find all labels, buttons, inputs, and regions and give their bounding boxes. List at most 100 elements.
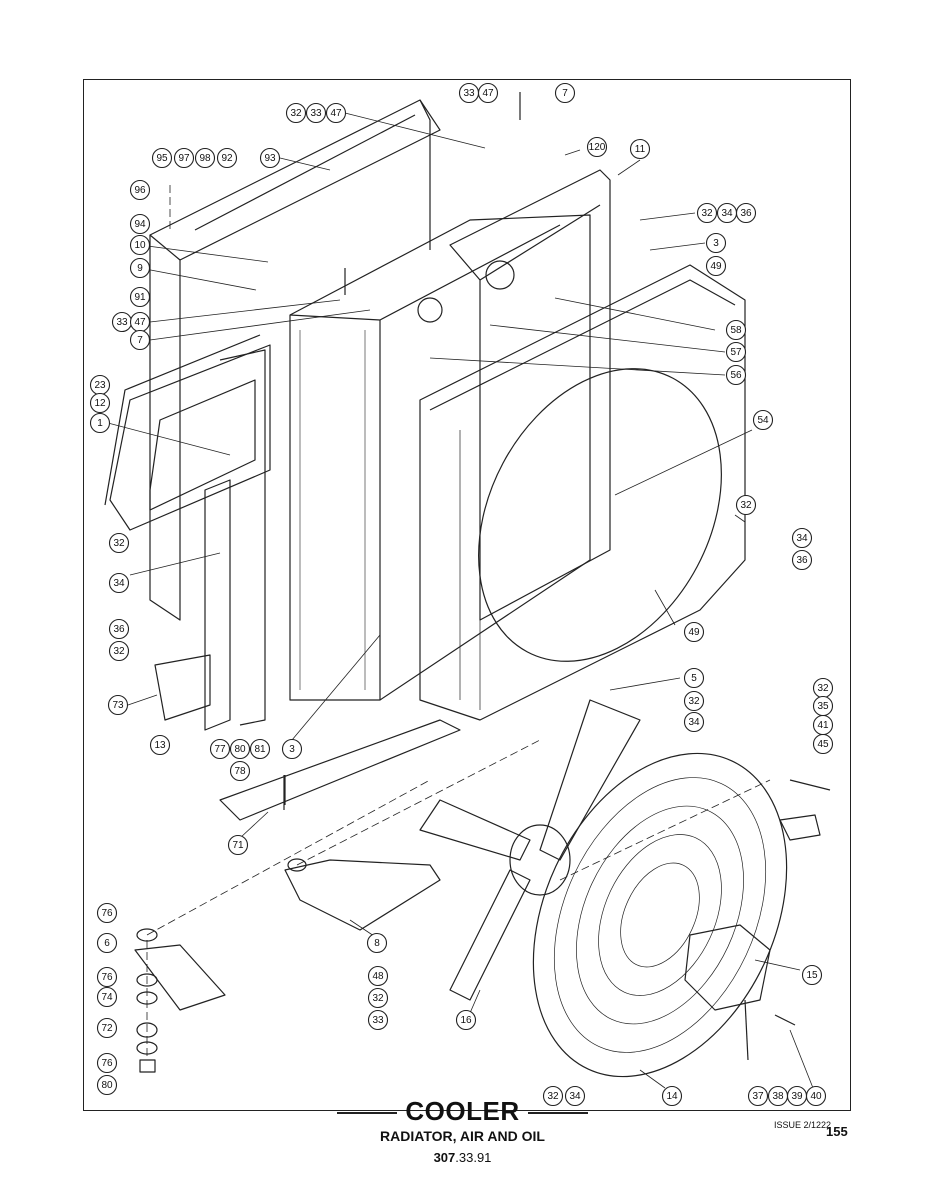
callout-92: 92 (216, 147, 238, 169)
callout-number: 77 (214, 744, 226, 755)
callout-98: 98 (194, 147, 216, 169)
callout-number: 49 (710, 261, 722, 272)
callout-number: 76 (101, 908, 113, 919)
callout-number: 32 (817, 683, 829, 694)
callout-73: 73 (107, 694, 129, 716)
callout-number: 97 (178, 153, 190, 164)
callout-balloon (325, 102, 347, 124)
callout-balloon (129, 329, 151, 351)
callout-number: 6 (104, 938, 110, 949)
radiator-core (289, 214, 591, 701)
callout-32: 32 (285, 102, 307, 124)
callout-number: 57 (730, 347, 742, 358)
callout-number: 40 (810, 1091, 822, 1102)
callout-balloon (812, 733, 834, 755)
callout-number: 3 (289, 744, 295, 755)
bottom-plate (219, 719, 461, 821)
callout-36: 36 (108, 618, 130, 640)
callout-97: 97 (173, 147, 195, 169)
callout-number: 80 (101, 1080, 113, 1091)
callout-number: 93 (264, 153, 276, 164)
callout-number: 81 (254, 744, 266, 755)
diagram-subtitle: RADIATOR, AIR AND OIL (380, 1128, 545, 1144)
callout-32: 32 (542, 1085, 564, 1107)
callout-balloon (96, 966, 118, 988)
callout-balloon (367, 965, 389, 987)
callout-number: 32 (740, 500, 752, 511)
callout-94: 94 (129, 213, 151, 235)
callout-balloon (661, 1085, 683, 1107)
callout-47: 47 (129, 311, 151, 333)
callout-number: 14 (666, 1091, 678, 1102)
diagram-title: COOLER (0, 1096, 925, 1127)
callout-33: 33 (458, 82, 480, 104)
callout-74: 74 (96, 986, 118, 1008)
callout-balloon (129, 234, 151, 256)
callout-number: 34 (113, 578, 125, 589)
callout-number: 80 (234, 744, 246, 755)
callout-40: 40 (805, 1085, 827, 1107)
callout-7: 7 (129, 329, 151, 351)
callout-32: 32 (812, 677, 834, 699)
callout-balloon (229, 738, 251, 760)
callout-number: 7 (137, 335, 143, 346)
callout-number: 45 (817, 739, 829, 750)
callout-76: 76 (96, 966, 118, 988)
callout-number: 32 (290, 108, 302, 119)
callout-number: 13 (154, 740, 166, 751)
callout-number: 11 (635, 144, 646, 155)
callout-32: 32 (108, 532, 130, 554)
callout-balloon (173, 147, 195, 169)
callout-balloon (696, 202, 718, 224)
callout-number: 39 (791, 1091, 803, 1102)
callout-71: 71 (227, 834, 249, 856)
callout-number: 76 (101, 1058, 113, 1069)
callout-balloon (96, 1052, 118, 1074)
callout-balloon (735, 202, 757, 224)
callout-34: 34 (683, 711, 705, 733)
part-code: 307.33.91 (0, 1150, 925, 1165)
callout-number: 7 (562, 88, 568, 99)
callout-balloon (477, 82, 499, 104)
callout-number: 92 (221, 153, 233, 164)
callout-14: 14 (661, 1085, 683, 1107)
callout-number: 36 (796, 555, 808, 566)
callout-10: 10 (129, 234, 151, 256)
callout-balloon (367, 987, 389, 1009)
callout-91: 91 (129, 286, 151, 308)
callout-balloon (281, 738, 303, 760)
callout-80: 80 (229, 738, 251, 760)
callout-balloon (586, 136, 608, 158)
callout-number: 98 (199, 153, 211, 164)
callout-number: 37 (752, 1091, 764, 1102)
oil-cooler (417, 169, 611, 621)
callout-number: 33 (310, 108, 322, 119)
callout-balloon (96, 932, 118, 954)
callout-balloon (108, 618, 130, 640)
callout-number: 32 (701, 208, 713, 219)
callout-76: 76 (96, 1052, 118, 1074)
callout-number: 49 (688, 627, 700, 638)
callout-54: 54 (752, 409, 774, 431)
callout-96: 96 (129, 179, 151, 201)
callout-78: 78 (229, 760, 251, 782)
callout-number: 33 (372, 1015, 384, 1026)
callout-number: 41 (817, 720, 829, 731)
fan-motor (684, 924, 771, 1061)
callout-48: 48 (367, 965, 389, 987)
callout-number: 96 (134, 185, 146, 196)
callout-8: 8 (366, 932, 388, 954)
callout-34: 34 (716, 202, 738, 224)
callout-72: 72 (96, 1017, 118, 1039)
callout-balloon (129, 179, 151, 201)
callout-number: 120 (589, 142, 606, 153)
callout-balloon (629, 138, 651, 160)
callout-47: 47 (325, 102, 347, 124)
callout-balloon (151, 147, 173, 169)
callout-balloon (791, 527, 813, 549)
callout-77: 77 (209, 738, 231, 760)
callout-balloon (805, 1085, 827, 1107)
callout-number: 95 (156, 153, 168, 164)
callout-number: 16 (460, 1015, 472, 1026)
